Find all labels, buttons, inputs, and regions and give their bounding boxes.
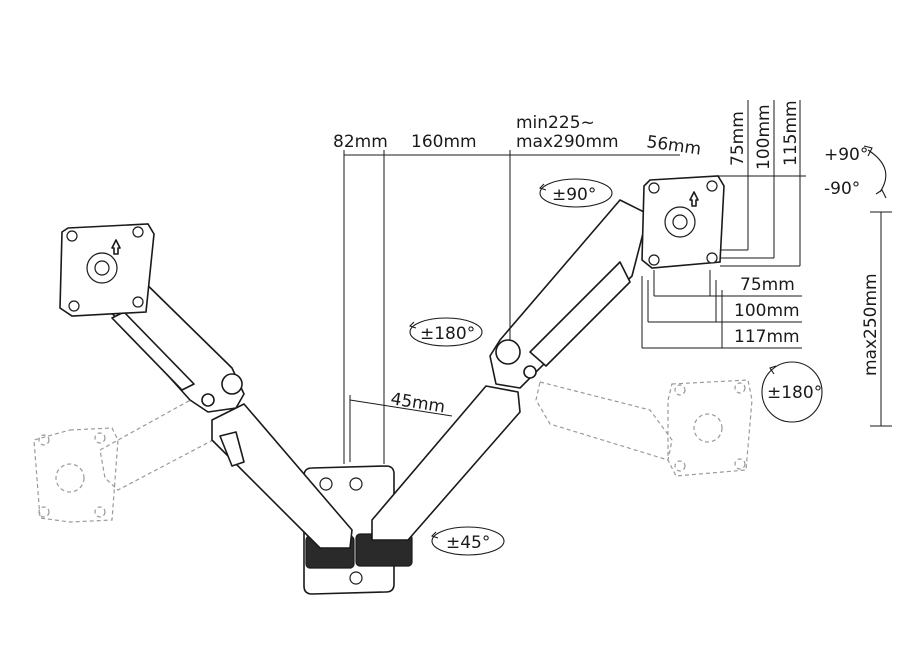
right-lower-arm xyxy=(371,385,521,541)
up-arrow-icon xyxy=(111,239,121,255)
label-arm-reach: 82mm xyxy=(333,132,388,152)
label-extension-max: max290mm xyxy=(516,132,619,152)
rotation-tilt: +90° -90° xyxy=(824,145,887,199)
dimension-lines xyxy=(343,100,892,464)
label-vesa-v3: 115mm xyxy=(781,100,801,166)
label-tilt-down: -90° xyxy=(824,179,860,199)
label-vesa-v1: 75mm xyxy=(728,111,748,166)
label-height-max: max250mm xyxy=(861,273,881,376)
left-lower-arm xyxy=(211,403,353,549)
label-arm-segment: 160mm xyxy=(411,132,477,152)
rotation-swivel-arm: ±180° xyxy=(408,317,483,347)
up-arrow-icon xyxy=(689,191,699,207)
label-pole-offset: 45mm xyxy=(389,389,446,417)
label-vesa-h3: 117mm xyxy=(734,327,800,347)
left-vesa-plate xyxy=(59,223,155,317)
rotation-arrow-icon xyxy=(761,361,823,423)
rotation-monitor-pivot: ±180° xyxy=(761,361,823,423)
rotation-arrow-icon xyxy=(539,178,613,208)
right-vesa-plate xyxy=(641,175,725,269)
rotation-swivel-head: ±90° xyxy=(538,178,613,208)
label-vesa-h2: 100mm xyxy=(734,301,800,321)
rotation-base-swivel: ±45° xyxy=(430,526,505,556)
label-swivel-arm: ±180° xyxy=(420,324,475,344)
label-swivel-head: ±90° xyxy=(552,185,596,205)
label-extension-min: min225~ xyxy=(516,113,595,133)
label-pivot-monitor: ±180° xyxy=(767,383,822,403)
label-vesa-h1: 75mm xyxy=(740,275,795,295)
ghost-right-monitor xyxy=(535,379,753,477)
right-upper-arm xyxy=(489,199,649,389)
rotation-arrow-icon xyxy=(867,149,887,193)
label-base-swivel: ±45° xyxy=(446,533,490,553)
ghost-left-monitor xyxy=(33,391,233,523)
rotation-arrow-icon xyxy=(409,317,483,347)
rotation-arrow-icon xyxy=(431,526,505,556)
label-tilt-up: +90° xyxy=(824,145,868,165)
label-vesa-v2: 100mm xyxy=(754,104,774,170)
